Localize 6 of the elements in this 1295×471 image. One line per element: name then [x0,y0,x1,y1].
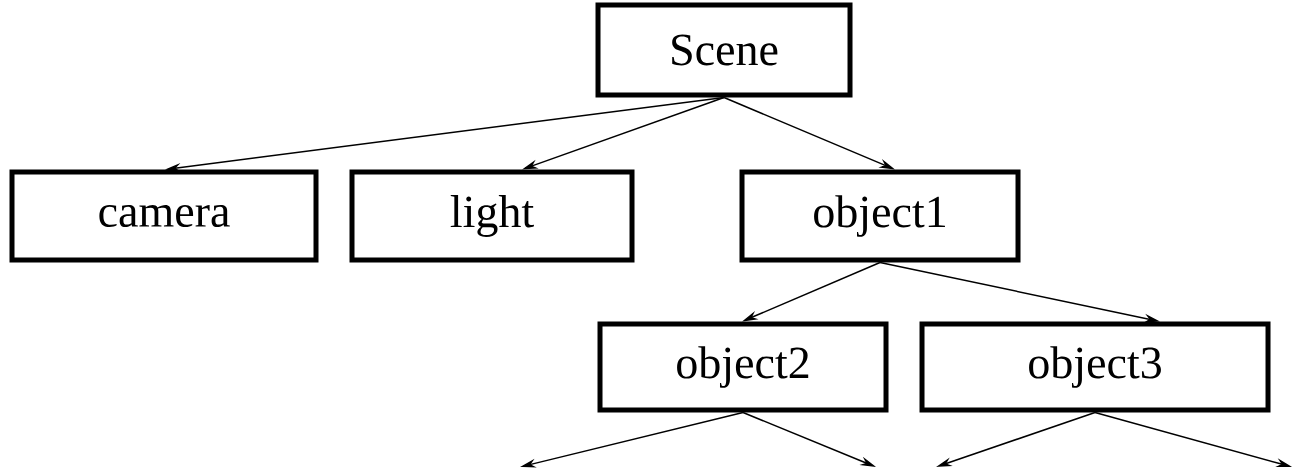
tree-box: object2 [597,321,889,413]
tree-box: object1 [739,169,1021,263]
tree-box: Scene [595,2,853,98]
tree-box: object3 [919,321,1271,413]
tree-box: light [349,169,635,263]
tree-box: camera [9,169,319,263]
